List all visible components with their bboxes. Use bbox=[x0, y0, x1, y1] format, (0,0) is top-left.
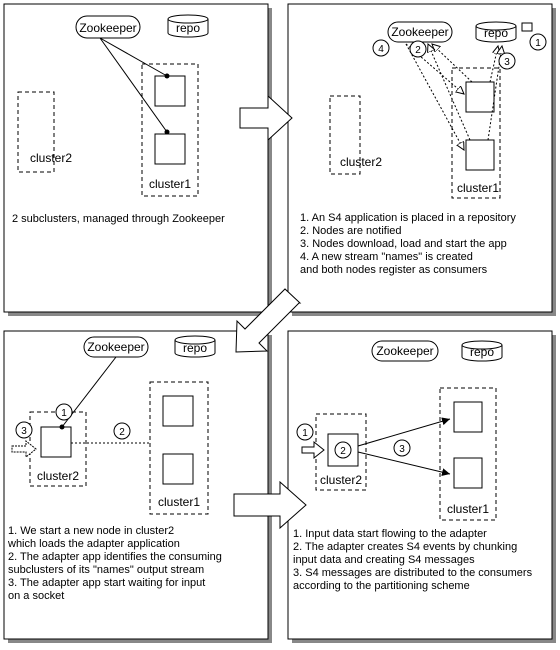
step-marker: 2 bbox=[409, 40, 427, 58]
transition-arrow bbox=[233, 480, 307, 530]
svg-text:3: 3 bbox=[504, 57, 510, 68]
repo-cylinder: repo bbox=[167, 14, 209, 38]
node-box bbox=[453, 401, 483, 433]
transition-arrow bbox=[235, 288, 302, 353]
panel-2: Zookeeper repo cluster2 cluster1 1 2 bbox=[287, 3, 556, 316]
repo-cylinder: repo bbox=[174, 335, 216, 358]
svg-text:1: 1 bbox=[535, 38, 541, 49]
zookeeper-node: Zookeeper bbox=[75, 15, 141, 39]
node-box bbox=[162, 395, 194, 427]
step-marker: 3 bbox=[393, 439, 411, 457]
event-arrow bbox=[357, 417, 451, 447]
event-arrow bbox=[357, 451, 451, 477]
adapter-node bbox=[40, 426, 72, 458]
cluster1-label: cluster1 bbox=[158, 495, 200, 509]
zookeeper-label: Zookeeper bbox=[391, 25, 448, 39]
node-box bbox=[465, 139, 495, 171]
panel-4: Zookeeper repo cluster2 cluster1 1 2 3 bbox=[287, 330, 556, 643]
repo-label: repo bbox=[183, 341, 207, 355]
cluster1-box bbox=[439, 387, 497, 521]
zk-link bbox=[99, 37, 168, 77]
cluster2-box bbox=[329, 95, 361, 175]
repo-cylinder: repo bbox=[475, 21, 517, 43]
cluster2-label: cluster2 bbox=[37, 469, 79, 483]
cluster1-label: cluster1 bbox=[149, 177, 191, 191]
panel-3: Zookeeper repo cluster2 cluster1 1 2 3 bbox=[3, 330, 272, 643]
svg-text:3: 3 bbox=[21, 426, 27, 437]
step-marker: 1 bbox=[529, 33, 547, 51]
repo-label: repo bbox=[176, 21, 200, 35]
node-box bbox=[453, 457, 483, 489]
svg-text:4: 4 bbox=[378, 44, 384, 55]
caption: 1. We start a new node in cluster2 which… bbox=[7, 525, 225, 602]
connection-dot bbox=[164, 129, 170, 135]
connection-dot bbox=[59, 424, 65, 430]
caption: 1. An S4 application is placed in a repo… bbox=[300, 212, 519, 276]
node-box bbox=[154, 75, 186, 107]
step-marker: 3 bbox=[498, 52, 516, 70]
svg-text:1: 1 bbox=[302, 428, 308, 439]
zk-link bbox=[99, 37, 168, 133]
repo-cylinder: repo bbox=[461, 340, 503, 362]
cluster2-label: cluster2 bbox=[30, 151, 72, 165]
notify-arrow bbox=[405, 43, 464, 150]
caption: 2 subclusters, managed through Zookeeper bbox=[12, 213, 225, 225]
svg-text:2: 2 bbox=[119, 427, 125, 438]
register-arrow bbox=[432, 44, 473, 83]
node-box bbox=[154, 133, 186, 165]
transition-arrow bbox=[239, 94, 293, 142]
zookeeper-node: Zookeeper bbox=[371, 340, 439, 362]
step-marker: 3 bbox=[15, 421, 33, 439]
cluster1-box bbox=[149, 381, 209, 515]
cluster2-box bbox=[17, 91, 55, 173]
connection-dot bbox=[164, 73, 170, 79]
cluster2-label: cluster2 bbox=[320, 473, 362, 487]
repo-label: repo bbox=[470, 345, 494, 359]
caption: 1. Input data start flowing to the adapt… bbox=[293, 528, 535, 592]
panel-1: Zookeeper repo cluster2 cluster1 2 subcl… bbox=[3, 3, 272, 316]
svg-text:1: 1 bbox=[61, 408, 67, 419]
app-package bbox=[521, 22, 533, 32]
svg-text:3: 3 bbox=[399, 444, 405, 455]
step-marker: 2 bbox=[113, 422, 131, 440]
step-marker: 1 bbox=[55, 403, 73, 421]
node-box bbox=[465, 81, 495, 113]
zookeeper-label: Zookeeper bbox=[79, 21, 136, 35]
socket-input-arrow bbox=[11, 439, 37, 459]
cluster2-label: cluster2 bbox=[340, 155, 382, 169]
cluster1-label: cluster1 bbox=[457, 181, 499, 195]
zookeeper-node: Zookeeper bbox=[83, 336, 149, 358]
step-marker: 2 bbox=[334, 441, 352, 459]
svg-text:2: 2 bbox=[415, 45, 421, 56]
step-marker: 4 bbox=[372, 39, 390, 57]
zookeeper-node: Zookeeper bbox=[387, 21, 453, 43]
step-marker: 1 bbox=[296, 423, 314, 441]
cluster1-label: cluster1 bbox=[447, 502, 489, 516]
node-box bbox=[162, 453, 194, 485]
cluster1-box bbox=[141, 63, 199, 197]
cluster1-box bbox=[451, 67, 501, 199]
svg-text:2: 2 bbox=[340, 446, 346, 457]
repo-label: repo bbox=[484, 26, 508, 40]
zookeeper-label: Zookeeper bbox=[87, 340, 144, 354]
zookeeper-label: Zookeeper bbox=[376, 344, 433, 358]
register-arrow bbox=[428, 44, 471, 141]
input-data-arrow bbox=[301, 440, 325, 460]
